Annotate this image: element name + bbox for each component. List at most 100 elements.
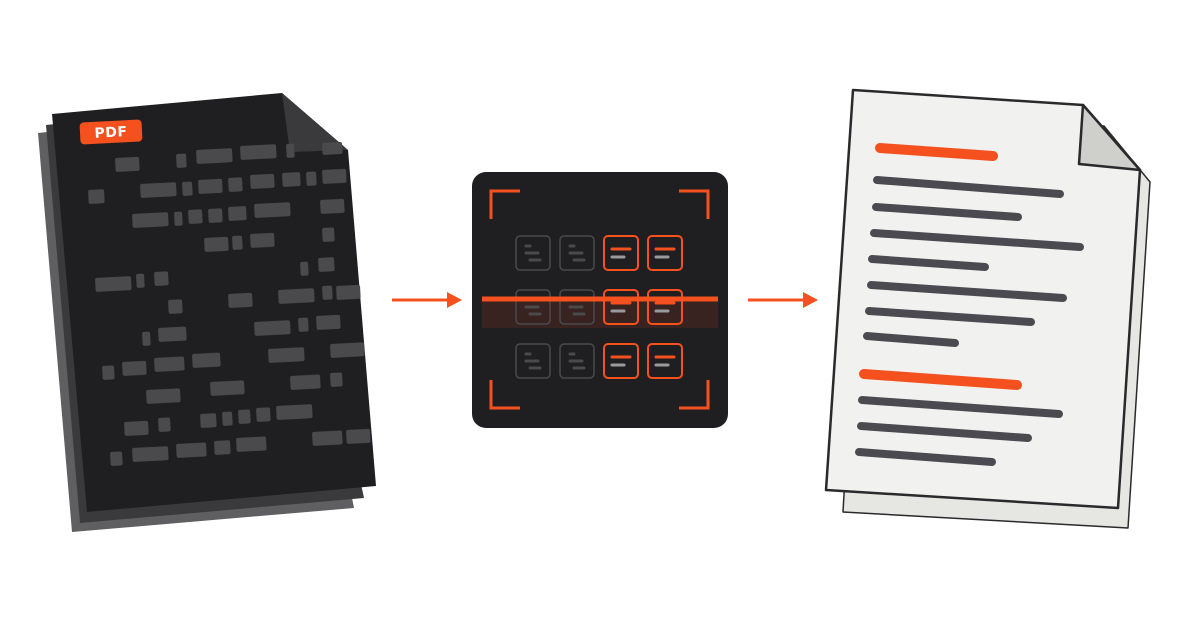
recognized-cell <box>603 289 639 325</box>
text-line <box>858 396 1063 418</box>
redacted-text-block <box>312 430 343 446</box>
unrecognized-cell <box>559 235 595 271</box>
redacted-text-block <box>316 314 341 330</box>
text-line <box>867 281 1067 302</box>
pdf-page-fold <box>282 93 348 152</box>
redacted-text-block <box>168 299 183 314</box>
redacted-text-block <box>154 356 185 372</box>
redacted-text-block <box>346 428 371 444</box>
redacted-text-block <box>142 331 151 346</box>
pdf-badge: PDF <box>79 119 143 145</box>
redacted-text-block <box>122 360 147 376</box>
redacted-text-block <box>320 198 345 214</box>
redacted-text-block <box>330 372 343 387</box>
unrecognized-cell <box>559 343 595 379</box>
redacted-text-block <box>322 142 343 155</box>
redacted-text-block <box>222 411 233 426</box>
pdf-badge-bg <box>79 119 143 145</box>
text-line <box>855 448 996 466</box>
redacted-text-block <box>204 236 229 252</box>
redacted-text-block <box>158 326 187 342</box>
redacted-text-block <box>95 276 132 292</box>
redacted-text-block <box>250 232 275 248</box>
redacted-text-block <box>140 182 177 198</box>
text-line <box>868 255 989 271</box>
redacted-text-block <box>256 407 271 422</box>
redacted-text-block <box>322 168 347 184</box>
redacted-text-block <box>232 235 243 250</box>
recognized-cell <box>647 343 683 379</box>
redacted-text-block <box>306 171 317 186</box>
redacted-text-block <box>276 404 313 420</box>
output-text-lines <box>855 143 1084 466</box>
text-line <box>870 229 1084 251</box>
redacted-text-block <box>124 420 149 436</box>
redacted-text-block <box>210 380 245 396</box>
redacted-text-block <box>154 271 169 286</box>
redacted-text-block <box>330 342 365 358</box>
text-line <box>865 307 1035 326</box>
text-line <box>873 176 1064 198</box>
pdf-badge-label: PDF <box>94 124 128 142</box>
heading-line <box>875 143 998 161</box>
redacted-text-block <box>200 413 217 428</box>
recognized-cell <box>647 289 683 325</box>
redacted-text-block <box>228 292 253 308</box>
redacted-text-block <box>278 288 315 304</box>
redacted-text-block <box>300 261 309 276</box>
redacted-text-block <box>250 173 275 189</box>
recognized-cell <box>603 343 639 379</box>
redacted-text-block <box>322 285 333 300</box>
scanner-corner-brackets <box>489 189 710 410</box>
redacted-text-block <box>136 273 145 288</box>
redacted-text-block <box>102 365 115 380</box>
redacted-text-block <box>115 156 140 172</box>
redacted-text-block <box>192 352 221 368</box>
redacted-text-block <box>254 320 291 336</box>
redacted-text-block <box>214 440 231 455</box>
recognized-cell <box>647 235 683 271</box>
arrow-right-icon <box>392 292 462 308</box>
text-line <box>857 422 1032 442</box>
redacted-text-block <box>132 212 169 228</box>
unrecognized-cell <box>515 235 551 271</box>
redacted-text-block <box>228 206 247 221</box>
heading-line <box>859 369 1022 390</box>
redacted-text-block <box>254 202 291 218</box>
source-pdf-document: PDF <box>38 93 376 532</box>
redacted-text-block <box>240 144 277 160</box>
arrow-right-icon <box>748 292 818 308</box>
redacted-text-block <box>236 436 267 452</box>
redacted-text-block <box>110 451 123 466</box>
redacted-text-block <box>208 208 223 223</box>
text-line <box>863 332 959 347</box>
redacted-text-block <box>188 209 203 224</box>
redacted-text-block <box>158 417 171 432</box>
redacted-text-block <box>174 211 183 226</box>
ocr-scanner <box>472 172 728 428</box>
recognized-cell <box>603 235 639 271</box>
redacted-text-block <box>322 227 335 242</box>
redacted-text-block <box>318 257 335 272</box>
redacted-text-block <box>238 409 251 424</box>
redacted-text-block <box>286 143 295 158</box>
redacted-text-block <box>290 374 321 390</box>
redacted-text-block <box>182 181 193 196</box>
redacted-text-block <box>176 153 187 168</box>
redacted-text-block <box>282 172 301 187</box>
output-page-fold <box>1077 103 1142 172</box>
output-text-document <box>824 88 1151 529</box>
pdf-redacted-text <box>88 142 371 466</box>
redacted-text-block <box>88 189 105 204</box>
redacted-text-block <box>146 388 181 404</box>
redacted-text-block <box>132 446 169 462</box>
redacted-text-block <box>228 177 243 192</box>
text-line <box>872 203 1022 221</box>
unrecognized-cell <box>515 343 551 379</box>
redacted-text-block <box>298 317 309 332</box>
redacted-text-block <box>336 284 361 300</box>
redacted-text-block <box>198 178 223 194</box>
redacted-text-block <box>196 148 233 164</box>
redacted-text-block <box>268 347 305 363</box>
